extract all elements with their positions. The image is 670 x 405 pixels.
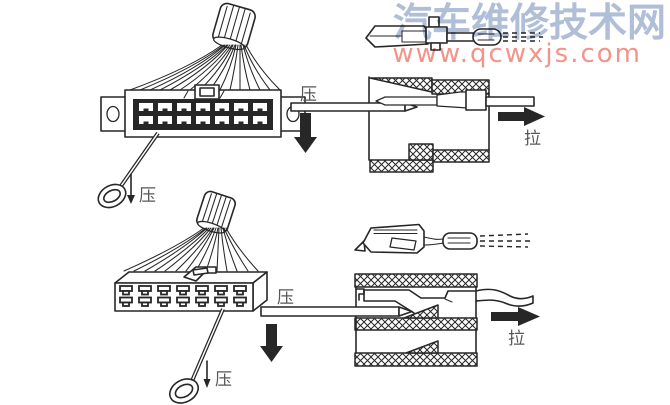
press-label-bottom-left: 压 bbox=[215, 370, 232, 390]
wire-strands bbox=[479, 233, 531, 248]
press-label-top-left: 压 bbox=[139, 186, 156, 206]
press-label-top-right: 压 bbox=[300, 85, 317, 105]
press-arrow-down-top-icon bbox=[294, 113, 317, 153]
pull-arrow-right-top-icon bbox=[498, 107, 545, 126]
press-label-bottom-right: 压 bbox=[277, 288, 294, 308]
housing-cross-section-bottom bbox=[260, 273, 534, 367]
latch-tab bbox=[183, 266, 217, 282]
wire-fan bbox=[129, 44, 281, 91]
terminal-inside-housing-top bbox=[375, 89, 535, 111]
press-arrow-small-bottom-icon bbox=[203, 360, 211, 388]
pull-arrow-right-bottom-icon bbox=[491, 307, 540, 326]
terminal-inside-housing-bottom bbox=[355, 288, 477, 314]
wire-sleeve-icon bbox=[212, 2, 256, 51]
press-arrow-down-bottom-icon bbox=[260, 324, 283, 362]
extraction-tool-top bbox=[97, 131, 160, 209]
wire-fan bbox=[123, 227, 259, 272]
press-tool-bar-bottom bbox=[260, 306, 413, 317]
wire-strands bbox=[503, 32, 543, 42]
latch-tab bbox=[183, 84, 225, 100]
harness-connector-top-illustration: 压 bbox=[97, 2, 306, 209]
pull-label-top: 拉 bbox=[524, 129, 541, 149]
female-terminal-illustration bbox=[354, 223, 531, 254]
pull-label-bottom: 拉 bbox=[508, 329, 525, 349]
housing-cross-section-top bbox=[290, 76, 535, 173]
harness-connector-bottom-illustration: 压 bbox=[114, 190, 268, 404]
wire-out-bottom bbox=[475, 288, 534, 307]
male-terminal-illustration bbox=[365, 16, 543, 51]
press-arrow-small-top-icon bbox=[127, 173, 135, 204]
extraction-tool-bottom bbox=[168, 308, 225, 404]
wire-out-top bbox=[485, 96, 535, 107]
